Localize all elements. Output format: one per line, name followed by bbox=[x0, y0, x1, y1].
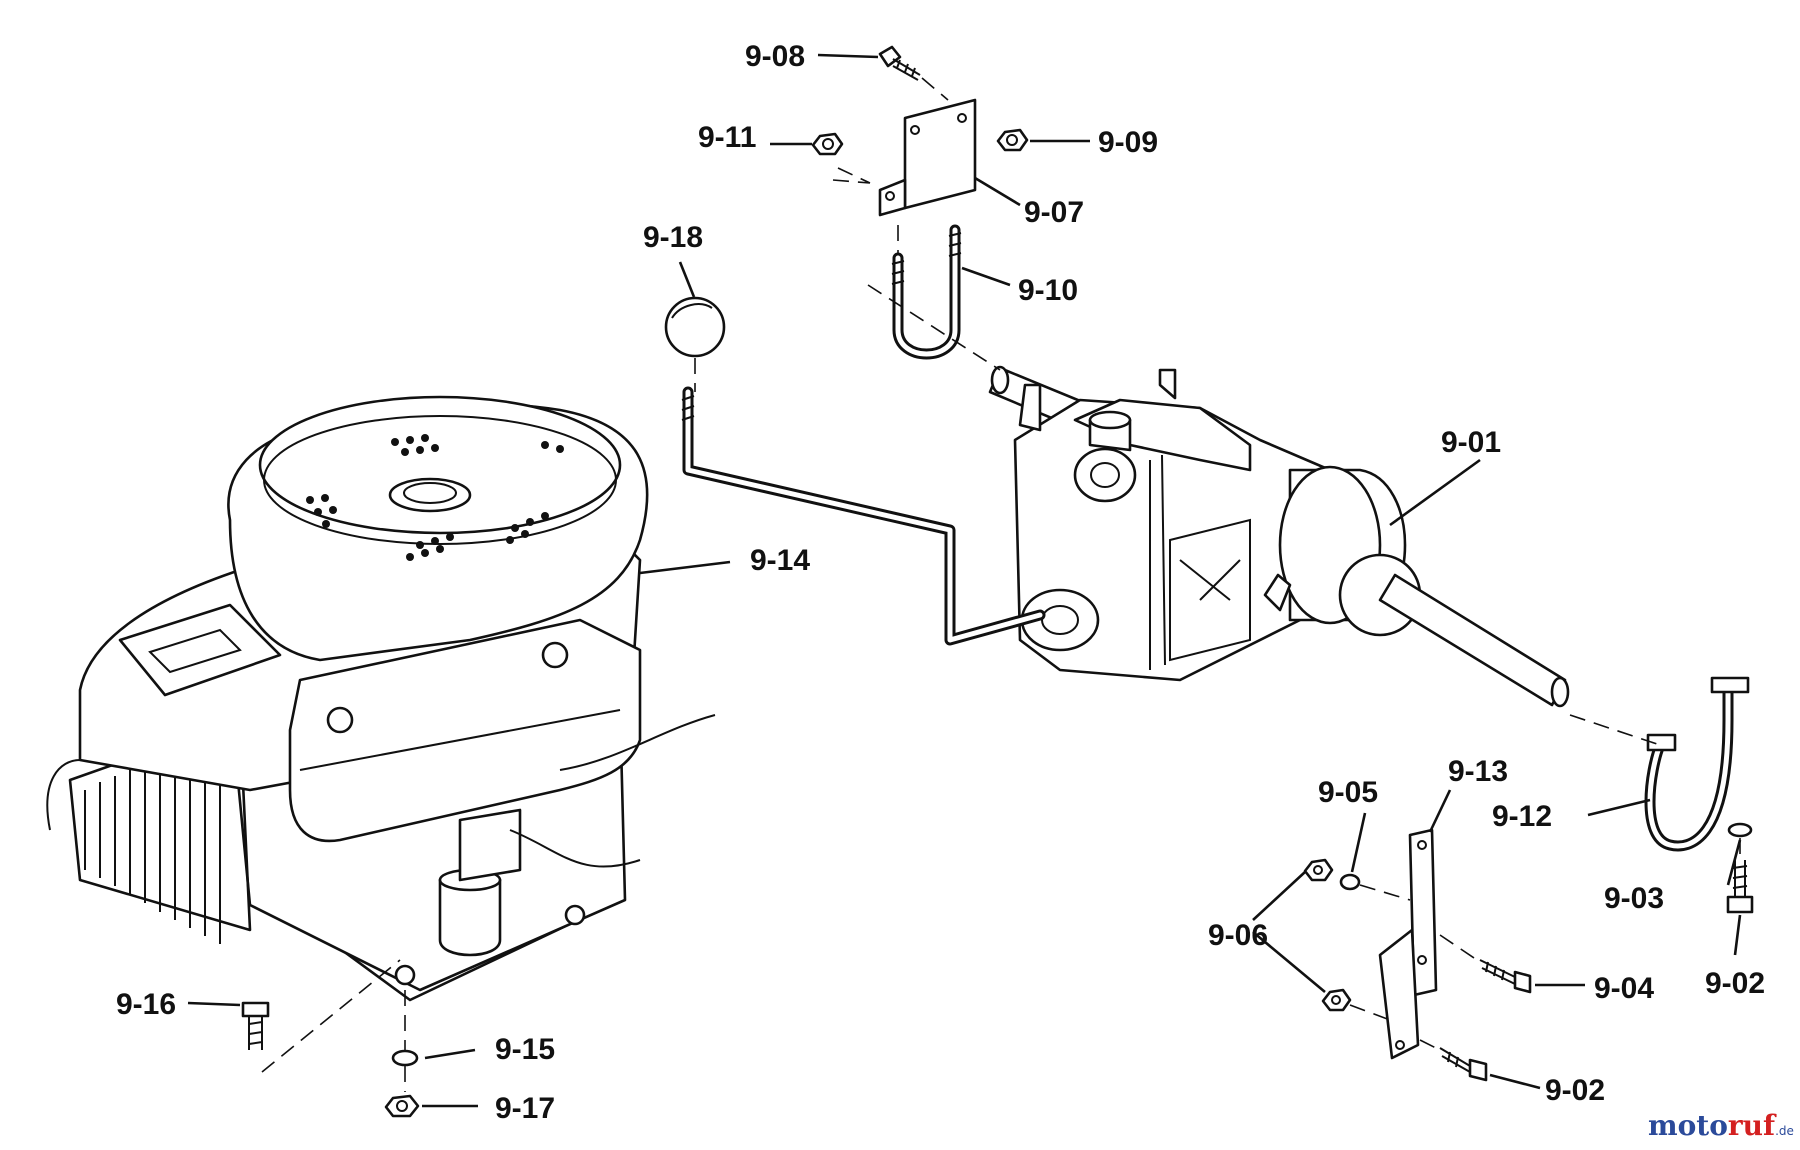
nut-9-06-lower bbox=[1321, 988, 1352, 1012]
washer-9-15 bbox=[391, 1049, 419, 1067]
leader-lines bbox=[187, 53, 1742, 1108]
label-9-11: 9-11 bbox=[698, 121, 756, 154]
label-9-04: 9-04 bbox=[1594, 972, 1654, 1005]
washer-9-05 bbox=[1339, 873, 1361, 891]
label-9-15: 9-15 bbox=[495, 1033, 555, 1066]
label-9-13: 9-13 bbox=[1448, 755, 1508, 788]
label-9-14: 9-14 bbox=[750, 544, 810, 577]
bolt-9-04 bbox=[1479, 959, 1532, 994]
mounting-bracket bbox=[878, 98, 977, 217]
label-9-18: 9-18 bbox=[643, 221, 703, 254]
nut-9-17 bbox=[384, 1094, 420, 1118]
bolt-9-08 bbox=[878, 45, 921, 81]
transaxle bbox=[988, 365, 1570, 708]
label-9-10: 9-10 bbox=[1018, 274, 1078, 307]
u-bolt bbox=[891, 224, 962, 360]
shift-knob bbox=[664, 296, 726, 358]
label-9-03: 9-03 bbox=[1604, 882, 1664, 915]
label-9-16: 9-16 bbox=[116, 988, 176, 1021]
axle-strap bbox=[1644, 676, 1750, 852]
support-bar bbox=[1378, 828, 1438, 1060]
svg-text:motoruf.de: motoruf.de bbox=[1648, 1109, 1794, 1142]
shift-rod bbox=[681, 386, 1046, 646]
bolt-9-02-right bbox=[1726, 860, 1754, 914]
nut-9-11 bbox=[811, 132, 844, 156]
watermark-red: ruf bbox=[1728, 1109, 1777, 1142]
watermark-blue: moto bbox=[1648, 1109, 1728, 1142]
label-9-17: 9-17 bbox=[495, 1092, 555, 1125]
label-9-09: 9-09 bbox=[1098, 126, 1158, 159]
engine bbox=[46, 395, 716, 1002]
nut-9-06-upper bbox=[1303, 858, 1334, 882]
label-9-05: 9-05 bbox=[1318, 776, 1378, 809]
nut-9-09 bbox=[996, 128, 1029, 152]
washer-9-03 bbox=[1727, 822, 1753, 838]
bolt-9-02-lower bbox=[1439, 1047, 1488, 1082]
vent-holes bbox=[306, 434, 564, 561]
watermark-suffix: .de bbox=[1775, 1124, 1794, 1138]
label-9-02-right: 9-02 bbox=[1705, 967, 1765, 1000]
part-labels: 9-08 9-11 9-09 9-07 9-18 9-10 9-01 9-14 … bbox=[116, 40, 1765, 1125]
label-9-01: 9-01 bbox=[1441, 426, 1501, 459]
bolt-9-16 bbox=[241, 1001, 270, 1050]
label-9-02-lower: 9-02 bbox=[1545, 1074, 1605, 1107]
label-9-12: 9-12 bbox=[1492, 800, 1552, 833]
label-9-08: 9-08 bbox=[745, 40, 805, 73]
label-9-06: 9-06 bbox=[1208, 919, 1268, 952]
label-9-07: 9-07 bbox=[1024, 196, 1084, 229]
watermark-logo: motoruf.de bbox=[1648, 1109, 1794, 1142]
